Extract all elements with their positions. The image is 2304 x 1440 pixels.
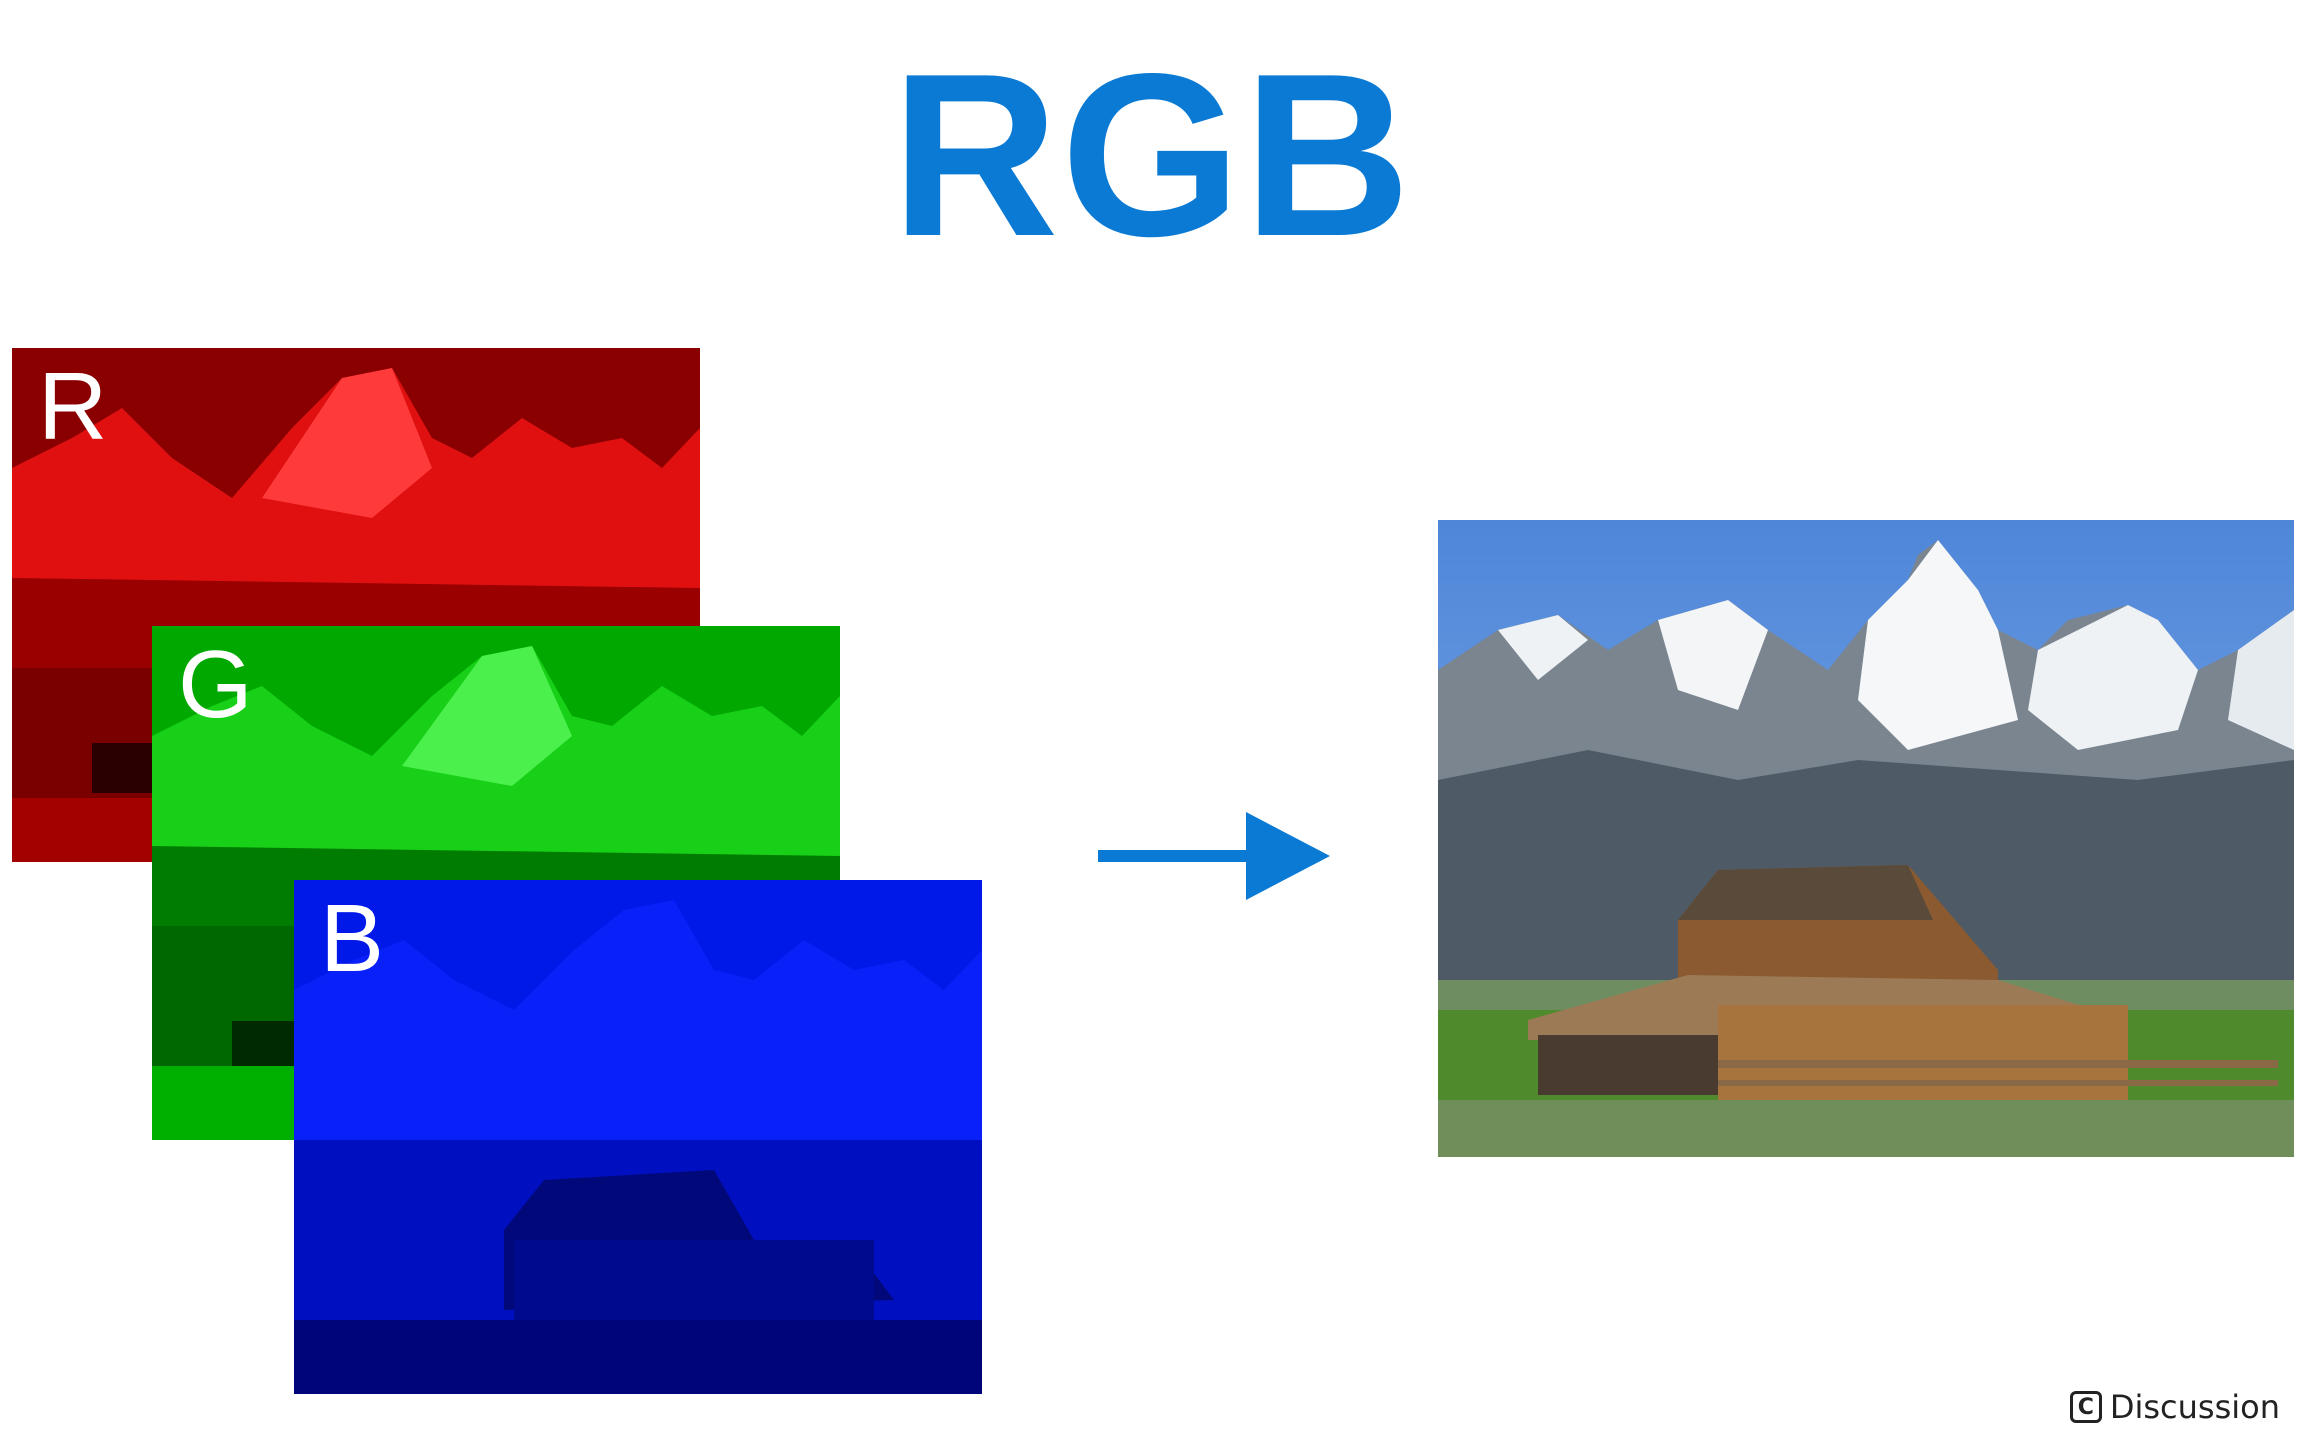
right-arrow-icon — [1098, 812, 1330, 905]
red-channel-letter: R — [38, 353, 108, 460]
blue-channel-image: B — [294, 880, 982, 1394]
slide-title: RGB — [891, 26, 1413, 285]
combined-color-photo — [1438, 520, 2294, 1157]
discussion-label: Discussion — [2109, 1388, 2280, 1426]
green-channel-letter: G — [178, 631, 253, 738]
discussion-watermark: C Discussion — [2069, 1388, 2280, 1426]
copyright-icon: C — [2069, 1391, 2102, 1423]
blue-channel-letter: B — [320, 885, 385, 992]
